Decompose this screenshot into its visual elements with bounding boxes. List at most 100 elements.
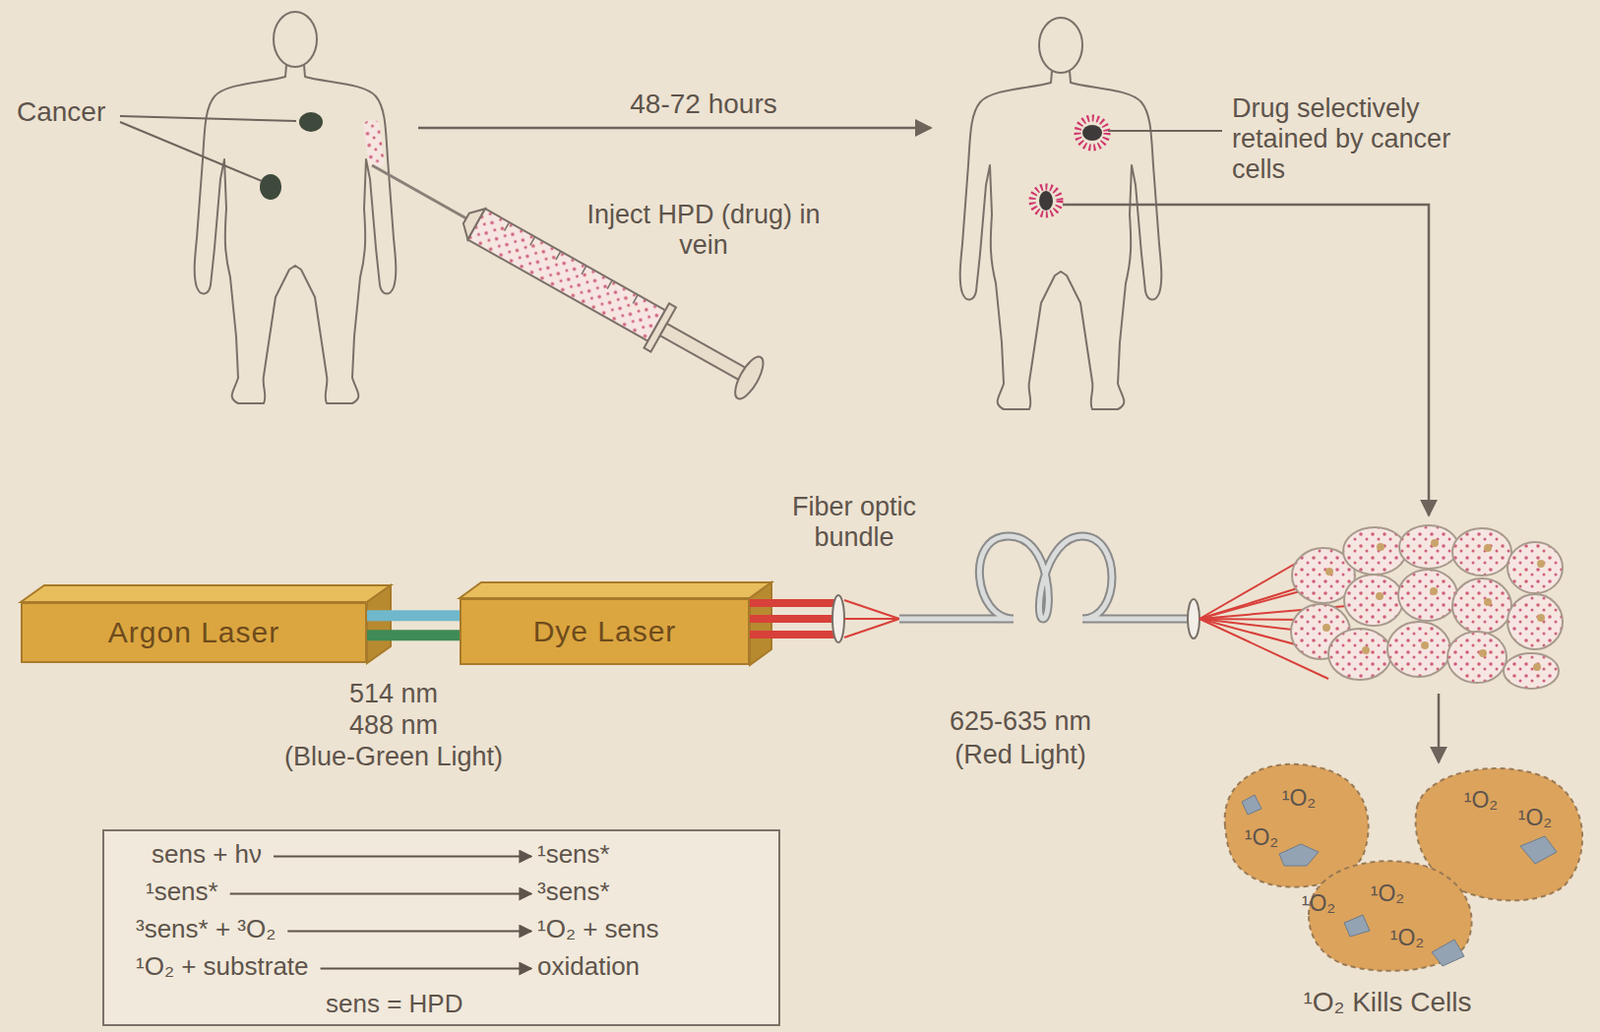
- body-after: [1039, 190, 1053, 211]
- laser-housing: [367, 585, 391, 664]
- body-after: [1077, 118, 1108, 148]
- laser-beam: [367, 610, 460, 621]
- node-text: ¹sens*: [145, 876, 219, 908]
- node-text: ¹O₂ + sens: [537, 914, 660, 945]
- red-rays: [1199, 618, 1309, 620]
- cancer-leader: [120, 116, 297, 122]
- syringe: [730, 353, 769, 404]
- cancer-cells: [1291, 525, 1563, 689]
- cancer-cells: [1478, 649, 1487, 658]
- laser-housing: [20, 585, 391, 603]
- body-after: [1082, 124, 1103, 141]
- dead-cells: [1344, 915, 1370, 937]
- oxygen-label: ¹O₂: [1280, 785, 1318, 811]
- cancer-cells: [1344, 574, 1404, 626]
- fiber-optic-bundle: [1187, 599, 1200, 639]
- cancer-cells: [1325, 567, 1334, 576]
- reaction-arrow: [287, 930, 532, 933]
- syringe: [607, 280, 613, 290]
- cancer-cells: [1376, 543, 1385, 552]
- laser-housing: [459, 582, 772, 599]
- oxygen-label: ¹O₂: [1388, 924, 1426, 951]
- cancer-cells: [1399, 525, 1459, 569]
- syringe: [359, 142, 770, 405]
- syringe: [581, 265, 587, 275]
- dead-cells: [1308, 861, 1473, 972]
- time-arrow: [418, 126, 931, 130]
- oxygen-label: ¹O₂: [1242, 824, 1281, 851]
- flow-arrow: [1062, 204, 1429, 516]
- red-beam: [749, 595, 900, 643]
- reaction-arrow: [320, 968, 532, 971]
- syringe: [555, 250, 561, 260]
- syringe: [530, 237, 536, 247]
- cancer-cells: [1429, 587, 1438, 596]
- annotation-label: 488 nm: [347, 710, 440, 741]
- cancer-cells: [1447, 631, 1507, 683]
- syringe: [632, 295, 638, 305]
- red-rays: [1199, 555, 1309, 619]
- annotation-label: ¹O₂ Kills Cells: [1300, 986, 1474, 1019]
- dead-cells: [1520, 836, 1557, 864]
- laser-beam: [367, 615, 460, 636]
- laser-housing: [749, 582, 772, 666]
- body-after: [1032, 186, 1060, 215]
- drug-leader: [1107, 129, 1223, 132]
- node-text: ³sens*: [537, 876, 611, 908]
- cancer-cells: [1537, 614, 1545, 622]
- annotation-label: Drug selectively retained by cancer cell…: [1230, 93, 1495, 185]
- reaction-arrow: [273, 856, 532, 859]
- laser-box: Argon Laser: [20, 602, 368, 664]
- body-before: [363, 119, 386, 169]
- annotation-label: Fiber optic bundle: [753, 492, 955, 554]
- annotation-label: Cancer: [14, 96, 108, 128]
- cancer-cells: [1420, 641, 1429, 650]
- kill-arrow: [1437, 693, 1441, 763]
- node-text: oxidation: [537, 951, 640, 983]
- node-text: Dye Laser: [533, 615, 677, 649]
- oxygen-label: ¹O₂: [1516, 804, 1554, 831]
- cancer-cells: [1452, 578, 1512, 634]
- body-before: [194, 11, 397, 404]
- syringe: [504, 222, 510, 232]
- red-beam: [844, 618, 900, 638]
- node-text: sens + hν: [151, 839, 262, 870]
- annotation-label: 514 nm: [347, 678, 440, 710]
- red-beam: [844, 600, 900, 619]
- node-text: ¹O₂ + substrate: [135, 951, 309, 983]
- cancer-cells: [1343, 527, 1407, 575]
- cancer-cells: [1507, 594, 1563, 650]
- node-text: sens = HPD: [325, 988, 463, 1020]
- annotation-label: (Blue-Green Light): [282, 741, 505, 773]
- body-after: [960, 17, 1163, 410]
- laser-housing: [20, 582, 772, 666]
- red-beam: [844, 617, 900, 620]
- annotation-label: (Red Light): [952, 739, 1089, 771]
- cancer-cells: [1430, 539, 1439, 548]
- oxygen-label: ¹O₂: [1462, 787, 1500, 813]
- cancer-cells: [1483, 598, 1492, 607]
- red-beam: [749, 615, 837, 623]
- oxygen-label: ¹O₂: [1299, 890, 1338, 917]
- cancer-cells: [1375, 592, 1384, 601]
- annotation-label: 625-635 nm: [947, 706, 1094, 738]
- cancer-cells: [1361, 646, 1370, 655]
- syringe: [660, 323, 746, 380]
- cancer-cells: [1533, 663, 1541, 672]
- annotation-label: Inject HPD (drug) in vein: [578, 199, 829, 261]
- node-text: ¹sens*: [537, 839, 611, 870]
- dead-cells: [1431, 939, 1465, 967]
- body-before: [259, 174, 282, 200]
- cancer-cells: [1328, 628, 1392, 680]
- cancer-leader: [120, 116, 297, 182]
- laser-box: Dye Laser: [459, 598, 750, 666]
- cancer-cells: [1483, 544, 1492, 553]
- cancer-cells: [1398, 569, 1458, 621]
- cancer-cells: [1537, 559, 1545, 568]
- cancer-leader: [120, 122, 262, 182]
- cancer-cells: [1503, 653, 1559, 689]
- cancer-cells: [1507, 542, 1563, 594]
- body-before: [299, 112, 323, 132]
- reaction-arrow: [230, 893, 532, 896]
- node-text: Argon Laser: [108, 615, 280, 650]
